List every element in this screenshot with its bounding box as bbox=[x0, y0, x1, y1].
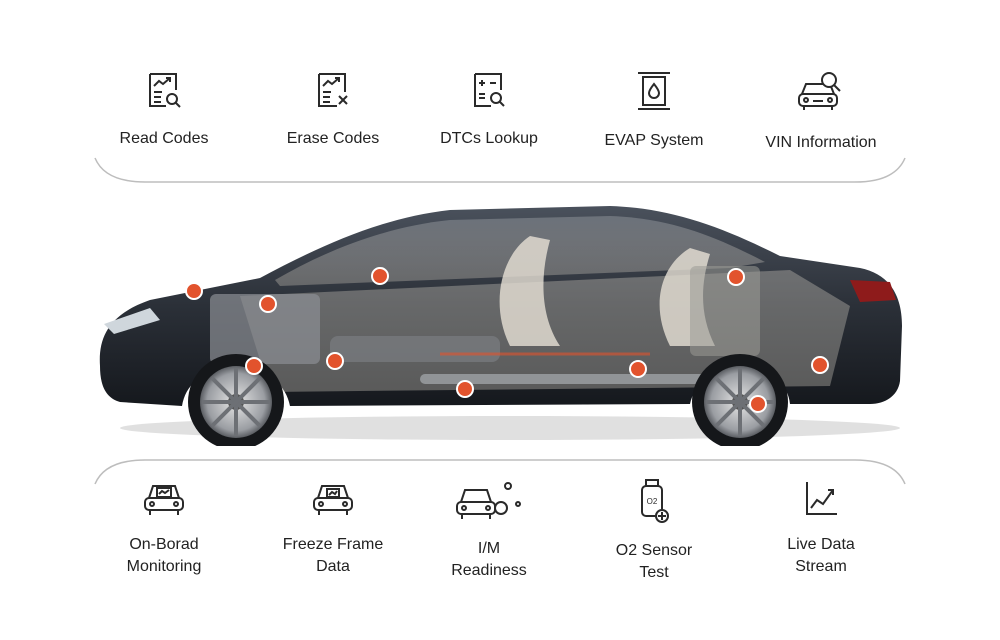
feature-freeze-frame-data: Freeze Frame Data bbox=[248, 478, 418, 578]
feature-evap-system: EVAP System bbox=[569, 70, 739, 152]
feature-o2-sensor-test: O2 O2 Sensor Test bbox=[569, 478, 739, 584]
feature-label: VIN Information bbox=[765, 134, 877, 151]
sensor-dot bbox=[371, 267, 389, 285]
feature-label: Freeze Frame Data bbox=[282, 536, 384, 575]
feature-im-readiness: I/M Readiness bbox=[404, 478, 574, 582]
read-codes-icon bbox=[149, 73, 181, 108]
onboard-monitoring-icon bbox=[144, 485, 184, 515]
feature-label: DTCs Lookup bbox=[440, 130, 538, 147]
top-arc-divider bbox=[94, 157, 906, 183]
sensor-dot bbox=[185, 282, 203, 300]
sensor-dot bbox=[456, 380, 474, 398]
feature-live-data-stream: Live Data Stream bbox=[736, 478, 906, 578]
feature-dtc-lookup: DTCs Lookup bbox=[404, 70, 574, 150]
o2-sensor-icon: O2 bbox=[641, 479, 669, 523]
o2-icon-text: O2 bbox=[647, 497, 658, 506]
bottom-arc-divider bbox=[94, 459, 906, 485]
car-image bbox=[99, 206, 903, 450]
feature-vin-information: VIN Information bbox=[736, 70, 906, 154]
live-data-icon bbox=[806, 482, 837, 515]
sensor-dot bbox=[259, 295, 277, 313]
sensor-dot bbox=[811, 356, 829, 374]
feature-read-codes: Read Codes bbox=[79, 70, 249, 150]
freeze-frame-icon bbox=[313, 485, 353, 515]
feature-label: EVAP System bbox=[604, 132, 704, 149]
car-illustration bbox=[90, 196, 910, 450]
feature-label: O2 Sensor Test bbox=[615, 542, 693, 581]
sensor-dot bbox=[749, 395, 767, 413]
erase-codes-icon bbox=[318, 73, 348, 107]
feature-label: Erase Codes bbox=[286, 130, 380, 147]
evap-system-icon bbox=[638, 72, 670, 110]
feature-label: I/M Readiness bbox=[451, 540, 527, 579]
im-readiness-icon bbox=[456, 482, 521, 519]
sensor-dot bbox=[727, 268, 745, 286]
sensor-dots bbox=[185, 267, 829, 413]
feature-label: Live Data Stream bbox=[787, 536, 855, 575]
vin-info-icon bbox=[798, 72, 841, 110]
feature-erase-codes: Erase Codes bbox=[248, 70, 418, 150]
feature-label: On-Borad Monitoring bbox=[126, 536, 202, 575]
sensor-dot bbox=[245, 357, 263, 375]
feature-label: Read Codes bbox=[119, 130, 209, 147]
sensor-dot bbox=[326, 352, 344, 370]
sensor-dot bbox=[629, 360, 647, 378]
dtc-lookup-icon bbox=[474, 73, 505, 107]
feature-onboard-monitoring: On-Borad Monitoring bbox=[79, 478, 249, 578]
